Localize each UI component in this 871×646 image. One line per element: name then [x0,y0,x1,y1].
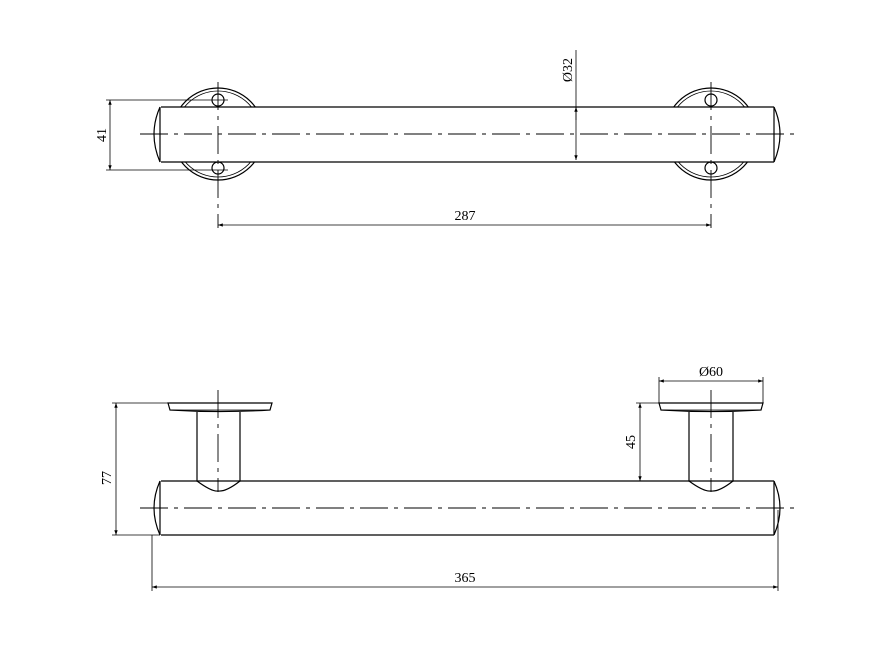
dimension-diameter-32: Ø32 [561,50,578,160]
dimension-label: 41 [95,128,110,142]
side-view: 77 45 Ø60 365 [100,365,796,591]
dimension-41: 41 [95,99,228,171]
dimension-label: 77 [100,471,115,485]
dimension-45: 45 [624,402,659,481]
dimension-77: 77 [100,402,168,536]
dimension-365: 365 [151,510,779,591]
dimension-287: 287 [218,209,711,227]
top-view: 41 Ø32 287 [95,50,796,228]
dimension-label: 365 [455,571,476,586]
dimension-label: 45 [624,435,639,449]
dimension-diameter-60: Ø60 [658,365,764,403]
left-flange [167,402,273,482]
dimension-label: 287 [455,209,476,224]
dimension-label: Ø60 [699,365,723,380]
dimension-label: Ø32 [561,58,576,82]
grab-bar-tube-top [153,106,781,163]
